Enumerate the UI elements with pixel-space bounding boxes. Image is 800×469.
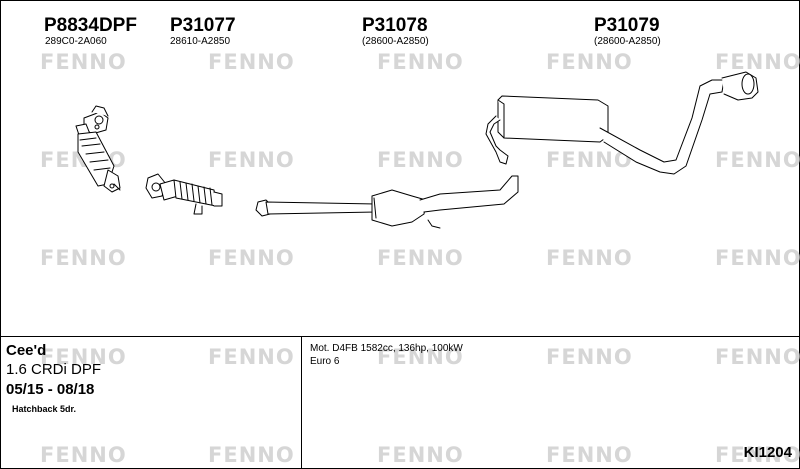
middle-silencer [255,175,519,229]
watermark: FENNO [208,148,295,172]
part-label: P31077 28610-A2850 [170,16,236,48]
watermark: FENNO [715,345,800,369]
watermark: FENNO [208,345,295,369]
vehicle-years: 05/15 - 08/18 [6,381,95,398]
dpf-catalyst [75,105,121,193]
watermark: FENNO [546,246,633,270]
watermark: FENNO [715,148,800,172]
vehicle-engine: 1.6 CRDi DPF [6,361,102,378]
part-number: P31078 [362,15,428,36]
watermark: FENNO [208,443,295,467]
rear-silencer [485,71,759,175]
part-number: P31079 [594,15,660,36]
watermark: FENNO [546,443,633,467]
watermark: FENNO [40,246,127,270]
watermark: FENNO [715,443,800,467]
watermark: FENNO [546,345,633,369]
oem-number: (28600-A2850) [594,36,661,47]
catalog-code: KI1204 [743,444,792,461]
watermark: FENNO [377,345,464,369]
vehicle-model: Cee'd [6,342,47,359]
watermark: FENNO [40,345,127,369]
emission-spec: Euro 6 [310,356,340,367]
watermark: FENNO [546,50,633,74]
watermark: FENNO [40,443,127,467]
part-label: P8834DPF 289C0-2A060 [44,16,137,48]
watermark: FENNO [208,246,295,270]
motor-spec: Mot. D4FB 1582cc, 136hp, 100kW [310,343,463,354]
vehicle-body: Hatchback 5dr. [12,404,77,414]
watermark: FENNO [715,246,800,270]
watermark: FENNO [40,50,127,74]
part-label: P31078 (28600-A2850) [362,16,429,48]
part-number: P8834DPF [44,15,137,36]
front-flex-pipe [145,173,223,215]
column-divider [301,336,302,469]
watermark: FENNO [377,148,464,172]
part-label: P31079 (28600-A2850) [594,16,661,48]
oem-number: 289C0-2A060 [45,36,107,47]
watermark: FENNO [377,246,464,270]
watermark: FENNO [208,50,295,74]
watermark: FENNO [546,148,633,172]
part-number: P31077 [170,15,236,36]
section-divider [0,336,800,337]
watermark: FENNO [377,443,464,467]
watermark: FENNO [377,50,464,74]
watermark: FENNO [715,50,800,74]
oem-number: (28600-A2850) [362,36,429,47]
oem-number: 28610-A2850 [170,36,231,47]
